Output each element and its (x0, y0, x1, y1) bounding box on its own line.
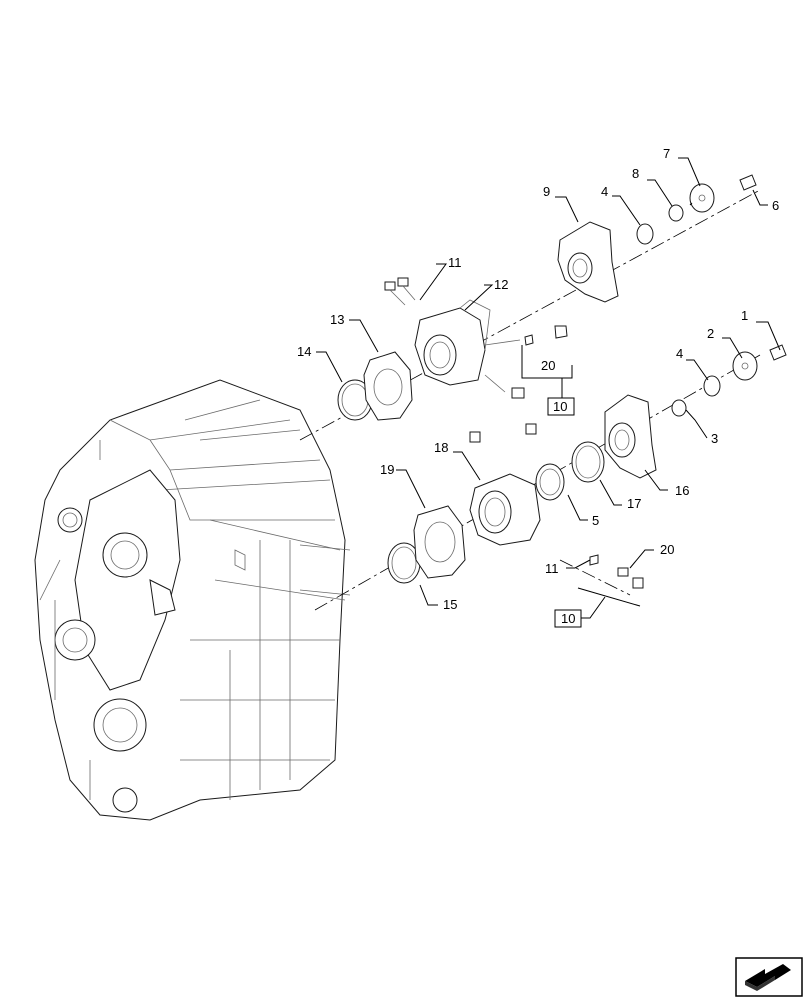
callout-9: 9 (543, 184, 550, 199)
next-page-arrow-icon[interactable] (735, 957, 803, 997)
callout-6: 6 (772, 198, 779, 213)
callout-8: 8 (632, 166, 639, 181)
callout-16: 16 (675, 483, 689, 498)
transmission-housing (34, 379, 351, 821)
callout-20-lower: 20 (660, 542, 674, 557)
callout-20-upper: 20 (541, 358, 555, 373)
callout-12: 12 (494, 277, 508, 292)
callout-18: 18 (434, 440, 448, 455)
callout-7: 7 (663, 146, 670, 161)
callout-numbers: 1 2 4 3 4 6 7 8 9 11 12 13 14 20 10 18 1… (297, 146, 779, 626)
upper-assembly (337, 174, 757, 421)
callout-19: 19 (380, 462, 394, 477)
callout-13: 13 (330, 312, 344, 327)
callout-2: 2 (707, 326, 714, 341)
callout-11-lower: 11 (545, 561, 559, 576)
leader-lines (316, 157, 781, 619)
callout-3: 3 (711, 431, 718, 446)
reference-box-10-upper[interactable] (547, 397, 575, 416)
callout-1: 1 (741, 308, 748, 323)
callout-4-lower: 4 (676, 346, 683, 361)
callout-4-upper: 4 (601, 184, 608, 199)
callout-10-upper[interactable]: 10 (553, 399, 567, 414)
callout-17: 17 (627, 496, 641, 511)
callout-14: 14 (297, 344, 311, 359)
callout-10-lower[interactable]: 10 (561, 611, 575, 626)
callout-5: 5 (592, 513, 599, 528)
callout-15: 15 (443, 597, 457, 612)
callout-11-upper: 11 (448, 255, 462, 270)
lower-assembly (387, 344, 787, 589)
reference-box-10-lower[interactable] (554, 609, 582, 628)
